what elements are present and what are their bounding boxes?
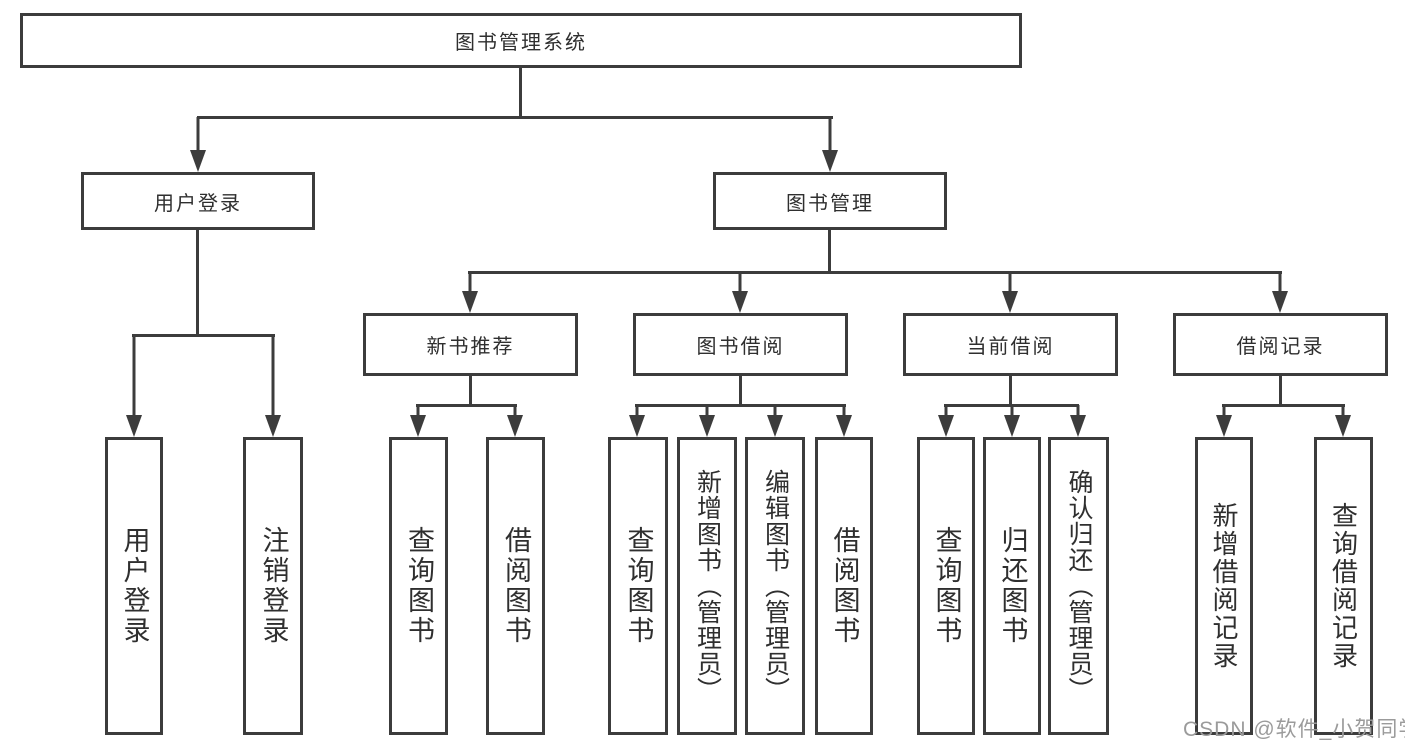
node-borrow-records: 借阅记录 — [1173, 313, 1388, 376]
leaf-borrow-books: 借阅图书 — [486, 437, 545, 735]
connector-root-stem — [519, 68, 522, 118]
leaf-query-books-3: 查询图书 — [917, 437, 975, 735]
connector-book-mgmt-split — [468, 271, 1282, 274]
leaf-add-borrow-record: 新增借阅记录 — [1195, 437, 1253, 735]
connector-user-login-stem — [196, 230, 199, 336]
connector-borrow-stem — [739, 376, 742, 407]
connector-records-split — [1222, 404, 1345, 407]
arrow-borrow-leaf-2 — [699, 405, 715, 437]
leaf-logout: 注销登录 — [243, 437, 303, 735]
leaf-edit-books-admin: 编辑图书（管理员） — [745, 437, 805, 735]
arrow-current-leaf-3 — [1070, 405, 1086, 437]
arrow-to-records — [1272, 272, 1288, 313]
leaf-borrow-books-2: 借阅图书 — [815, 437, 873, 735]
arrow-to-book-mgmt — [822, 117, 838, 172]
node-book-management: 图书管理 — [713, 172, 947, 230]
leaf-query-borrow-record: 查询借阅记录 — [1314, 437, 1373, 735]
node-user-login: 用户登录 — [81, 172, 315, 230]
leaf-confirm-return-admin: 确认归还（管理员） — [1048, 437, 1109, 735]
arrow-records-leaf-1 — [1216, 405, 1232, 437]
leaf-return-books: 归还图书 — [983, 437, 1041, 735]
arrow-to-logout-leaf — [265, 335, 281, 437]
arrow-to-new-book — [462, 272, 478, 313]
csdn-watermark: CSDN @软件_小贺同学 — [1183, 718, 1405, 741]
node-new-book-recommend: 新书推荐 — [363, 313, 578, 376]
connector-borrow-split — [635, 404, 846, 407]
arrow-borrow-leaf-1 — [629, 405, 645, 437]
arrow-to-borrow — [732, 272, 748, 313]
leaf-add-books-admin: 新增图书（管理员） — [677, 437, 737, 735]
arrow-borrow-leaf-4 — [836, 405, 852, 437]
connector-new-book-split — [416, 404, 517, 407]
arrow-to-login-leaf — [126, 335, 142, 437]
arrow-borrow-leaf-3 — [767, 405, 783, 437]
connector-records-stem — [1279, 376, 1282, 407]
connector-current-stem — [1009, 376, 1012, 407]
arrow-records-leaf-2 — [1335, 405, 1351, 437]
arrow-current-leaf-2 — [1004, 405, 1020, 437]
arrow-to-current — [1002, 272, 1018, 313]
arrow-new-book-leaf-2 — [507, 405, 523, 437]
connector-book-mgmt-stem — [828, 230, 831, 273]
node-book-borrow: 图书借阅 — [633, 313, 848, 376]
connector-new-book-stem — [469, 376, 472, 407]
leaf-query-books: 查询图书 — [389, 437, 448, 735]
arrow-current-leaf-1 — [938, 405, 954, 437]
arrow-to-user-login — [190, 117, 206, 172]
connector-user-login-split — [132, 334, 275, 337]
connector-root-split — [197, 116, 833, 119]
node-library-management-system: 图书管理系统 — [20, 13, 1022, 68]
leaf-user-login: 用户登录 — [105, 437, 163, 735]
arrow-new-book-leaf-1 — [410, 405, 426, 437]
leaf-query-books-2: 查询图书 — [608, 437, 668, 735]
node-current-borrow: 当前借阅 — [903, 313, 1118, 376]
